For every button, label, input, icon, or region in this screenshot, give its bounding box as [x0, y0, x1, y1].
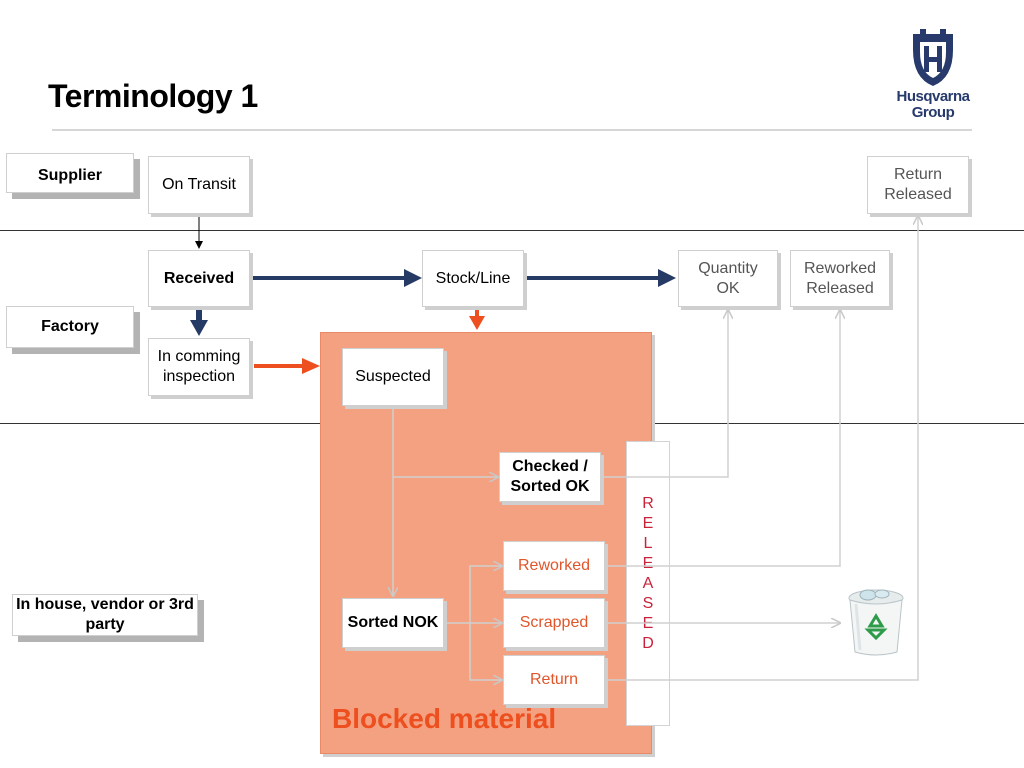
page-title: Terminology 1	[48, 78, 258, 114]
arrow-received-to-inspection-head	[190, 320, 208, 336]
arrow-received-to-stock-head	[404, 269, 422, 287]
line-return-to-return-released	[606, 216, 918, 681]
box-quantity-ok: Quantity OK	[678, 250, 778, 307]
released-column: R E L E A S E D	[626, 441, 670, 726]
box-reworked: Reworked	[503, 541, 605, 591]
arrow-stock-to-quantity-head	[658, 269, 676, 287]
box-return-released: Return Released	[867, 156, 969, 214]
arrow-stock-to-blocked-head	[469, 316, 485, 330]
husqvarna-crown-icon	[913, 29, 953, 86]
line-reworked-to-released	[606, 310, 840, 567]
box-scrapped: Scrapped	[503, 598, 605, 648]
line-nok-to-reworked	[469, 566, 502, 623]
box-suspected: Suspected	[342, 348, 444, 406]
box-return: Return	[503, 655, 605, 705]
row-label-factory: Factory	[6, 306, 134, 348]
logo-text-line1: Husqvarna	[896, 88, 970, 105]
released-letter: E	[642, 515, 654, 532]
row-label-in-house: In house, vendor or 3rd party	[12, 594, 198, 636]
line-checked-to-quantity-ok	[602, 310, 728, 478]
title-divider	[52, 129, 972, 131]
released-letter: R	[642, 495, 654, 512]
released-letter: E	[642, 555, 654, 572]
box-reworked-released: Reworked Released	[790, 250, 890, 307]
box-sorted-nok: Sorted NOK	[342, 598, 444, 648]
box-received: Received	[148, 250, 250, 307]
box-on-transit: On Transit	[148, 156, 250, 214]
released-letter: L	[643, 535, 653, 552]
box-stock-line: Stock/Line	[422, 250, 524, 307]
released-letter: D	[642, 635, 654, 652]
box-checked-sorted-ok: Checked / Sorted OK	[499, 452, 601, 502]
line-nok-to-return	[469, 623, 502, 680]
recycle-bin-icon	[848, 589, 904, 656]
arrow-inspection-to-suspected-head	[302, 358, 320, 374]
box-in-comming-inspection: In comming inspection	[148, 338, 250, 396]
released-letter: S	[642, 595, 654, 612]
company-logo: Husqvarna Group	[890, 28, 976, 123]
lane-divider-top	[0, 230, 1024, 231]
logo-text-line2: Group	[911, 104, 955, 121]
blocked-material-label: Blocked material	[332, 703, 557, 734]
released-letter: A	[642, 575, 654, 592]
row-label-supplier: Supplier	[6, 153, 134, 193]
